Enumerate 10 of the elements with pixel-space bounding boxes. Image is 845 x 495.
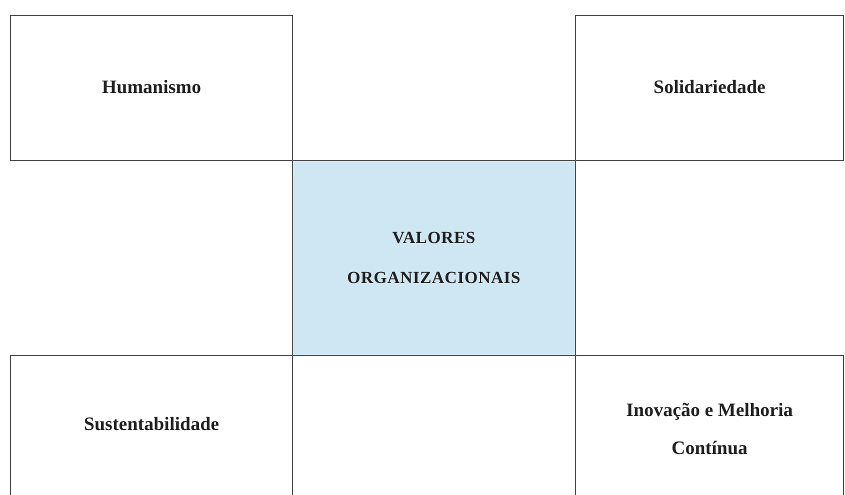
value-box (10, 15, 293, 161)
value-label: VALORES ORGANIZACIONAIS (346, 227, 522, 289)
value-box (10, 355, 293, 495)
value-label: Solidariedade (654, 76, 766, 100)
value-box (575, 15, 844, 161)
value-label: Humanismo (102, 76, 202, 100)
value-box (575, 355, 844, 495)
central-value-box (292, 160, 576, 356)
value-label: Inovação e Melhoria Contínua (625, 399, 794, 461)
value-label: Sustentabilidade (84, 413, 220, 437)
